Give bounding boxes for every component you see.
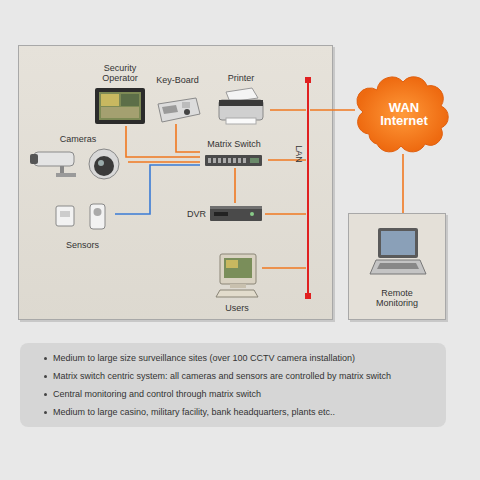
- node-label: Users: [202, 303, 272, 313]
- sensor-icons: [56, 204, 105, 229]
- network-cable: [176, 124, 200, 152]
- node-label: Sensors: [40, 240, 125, 250]
- network-cable: [270, 109, 306, 111]
- keyboard-node: Key-Board: [150, 75, 205, 124]
- node-label: Key-Board: [150, 75, 205, 85]
- wan-cloud: WAN Internet: [355, 74, 453, 154]
- cloud-label: WAN Internet: [373, 101, 435, 127]
- node-label: Printer: [212, 73, 270, 83]
- node-label: Remote Monitoring: [369, 288, 425, 308]
- cloud-outline: [357, 77, 448, 152]
- laptop-part: [377, 263, 419, 269]
- switch-node: Matrix Switch: [200, 139, 268, 168]
- node-label: Cameras: [28, 134, 128, 144]
- keyboard-icon: [158, 98, 200, 122]
- network-cable: [402, 154, 404, 213]
- users-node: Users: [212, 251, 262, 313]
- network-cable: [234, 168, 236, 203]
- dvr-icon: [210, 206, 262, 221]
- bullet-text: Medium to large size surveillance sites …: [53, 353, 355, 363]
- bullet-text: Central monitoring and control through m…: [53, 389, 261, 399]
- bullet-dot: [44, 411, 47, 414]
- network-cable: [265, 213, 306, 215]
- remote-monitoring-box: Remote Monitoring: [348, 213, 446, 320]
- monitor-icon: [95, 88, 145, 124]
- dvr-node: DVR: [185, 203, 265, 225]
- bullet-row: Medium to large size surveillance sites …: [44, 349, 446, 367]
- lan-bus: LAN: [306, 79, 310, 298]
- network-cable: [262, 267, 306, 269]
- camera-node: Cameras: [28, 134, 128, 182]
- node-label: Matrix Switch: [200, 139, 268, 149]
- matrix-switch-icon: [205, 155, 262, 166]
- bullet-row: Medium to large casino, military facilit…: [44, 403, 446, 421]
- bullet-row: Matrix switch centric system: all camera…: [44, 367, 446, 385]
- lan-end-cap: [305, 293, 311, 299]
- network-cable: [310, 109, 355, 111]
- bullet-text: Matrix switch centric system: all camera…: [53, 371, 391, 381]
- camera-icons: [30, 149, 119, 179]
- bullet-text: Medium to large casino, military facilit…: [53, 407, 335, 417]
- node-label: DVR: [187, 209, 206, 219]
- site-panel: [19, 46, 333, 320]
- lan-bus-line: [307, 80, 309, 296]
- bullet-dot: [44, 375, 47, 378]
- laptop-part: [370, 260, 426, 274]
- laptop-part: [378, 228, 418, 258]
- printer-node: Printer: [212, 73, 270, 127]
- notes-box: Medium to large size surveillance sites …: [20, 343, 446, 427]
- user-pc-icon: [216, 254, 258, 297]
- sensor-node: Sensors: [50, 200, 115, 250]
- network-cable: [115, 165, 200, 214]
- node-label: Security Operator: [90, 63, 150, 83]
- laptop-icon: [368, 226, 428, 282]
- network-cable: [128, 161, 200, 163]
- operator-node: Security Operator: [90, 63, 150, 126]
- laptop-part: [381, 231, 415, 255]
- lan-end-cap: [305, 77, 311, 83]
- bullet-dot: [44, 393, 47, 396]
- printer-icon: [219, 88, 263, 124]
- node-label: LAN: [294, 145, 304, 163]
- bullet-dot: [44, 357, 47, 360]
- bullet-row: Central monitoring and control through m…: [44, 385, 446, 403]
